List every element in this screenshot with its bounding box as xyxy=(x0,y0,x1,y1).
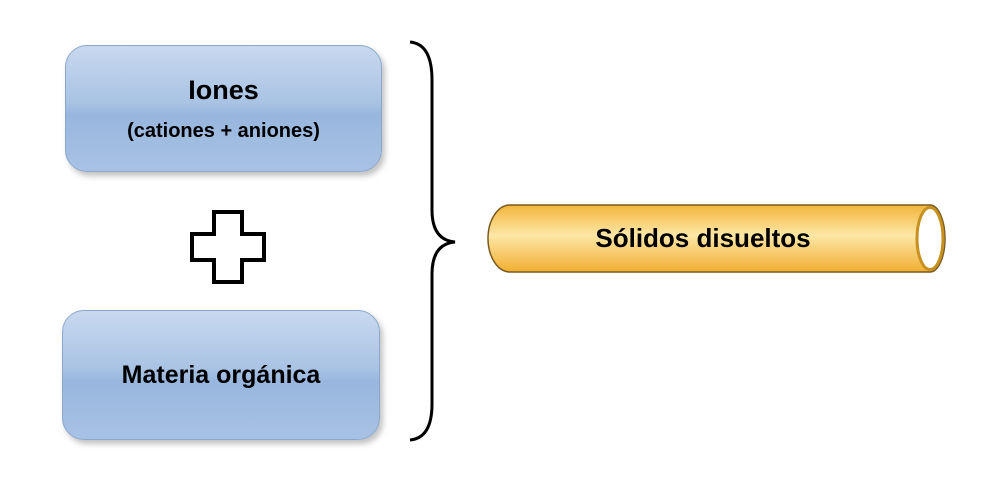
curly-brace xyxy=(409,40,456,442)
ions-subtitle: (cationes + aniones) xyxy=(127,119,320,142)
ions-box: Iones (cationes + aniones) xyxy=(65,45,382,172)
plus-icon xyxy=(190,210,266,284)
ions-title: Iones xyxy=(188,74,259,105)
organic-matter-label: Materia orgánica xyxy=(121,360,321,389)
organic-matter-box: Materia orgánica xyxy=(62,310,380,440)
dissolved-solids-label: Sólidos disueltos xyxy=(595,223,811,253)
pipe-icon xyxy=(487,204,946,273)
